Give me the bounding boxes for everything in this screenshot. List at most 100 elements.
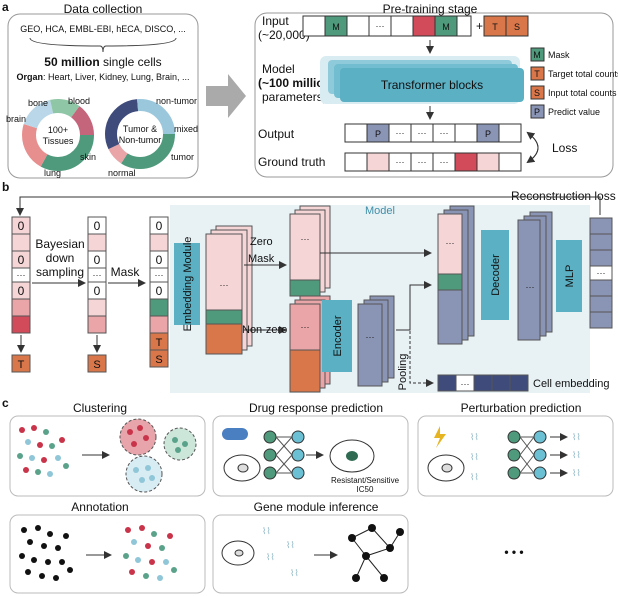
panel-label-c: c xyxy=(2,396,9,410)
truth-token-7 xyxy=(498,152,522,172)
col1-cell-5 xyxy=(11,298,31,317)
svg-text:⌇⌇: ⌇⌇ xyxy=(286,540,295,550)
donut1-seg-a xyxy=(22,99,94,171)
legend-swatch-predict xyxy=(530,104,545,119)
donut1-center2: Tissues xyxy=(43,136,74,146)
gene-module-title: Gene module inference xyxy=(254,500,379,514)
label-mixed: mixed xyxy=(174,124,198,134)
nonzero-count-rows xyxy=(289,349,321,393)
nonzero-dots: ··· xyxy=(301,322,310,332)
donut1-center1: 100+ xyxy=(48,125,68,135)
legend-symbol-predict: P xyxy=(534,107,540,117)
annotation-panel: Annotation xyxy=(9,500,206,594)
plus-sign: + xyxy=(476,19,483,33)
col2-token-s-text: S xyxy=(93,359,100,371)
combined-matrix: ··· xyxy=(437,205,475,345)
bayesian-label-3: sampling xyxy=(36,265,84,279)
perturbation-title: Perturbation prediction xyxy=(461,401,582,415)
panel-label-a: a xyxy=(2,0,9,14)
loss-arrow-back xyxy=(526,131,539,163)
raw-expression-column: 0 0 ··· 0 T xyxy=(11,216,31,373)
label-skin: skin xyxy=(80,152,96,162)
col3-token-s-text: S xyxy=(155,354,162,366)
pretraining-panel: Pre-training stage Input (~20,000) M ···… xyxy=(254,2,618,178)
encoded-matrix: ··· xyxy=(357,295,395,387)
output-token-0 xyxy=(344,123,368,143)
emb-mask-row xyxy=(205,309,243,325)
col2-cell-6 xyxy=(87,315,107,334)
col2-zero-0: 0 xyxy=(94,219,101,233)
col3-token-s xyxy=(149,349,169,368)
col1-cell-1 xyxy=(11,233,31,252)
legend-label-predict: Predict value xyxy=(548,107,600,117)
truth-token-6 xyxy=(476,152,500,172)
more-indicator: • • • xyxy=(504,545,523,559)
rec-dots: ··· xyxy=(597,268,606,278)
lightning-icon xyxy=(434,426,446,448)
cellemb-0 xyxy=(437,374,457,392)
bayesian-label-1: Bayesian xyxy=(35,237,84,251)
legend-symbol-target: T xyxy=(534,69,540,79)
encoder-label: Encoder xyxy=(332,315,344,356)
clustering-scatter xyxy=(17,425,69,477)
truth-ellipsis-3: ··· xyxy=(440,157,449,167)
col2-cell-5 xyxy=(87,298,107,317)
dec-layer-front xyxy=(517,219,541,341)
decoder-label: Decoder xyxy=(490,254,502,296)
output-token-5 xyxy=(454,123,478,143)
legend-swatch-mask xyxy=(530,47,545,62)
input-token-mask-text: M xyxy=(332,22,340,32)
zero-mask-label: Mask xyxy=(248,253,275,265)
truth-token-1 xyxy=(366,152,390,172)
drug-network xyxy=(263,430,305,480)
pill-icon xyxy=(222,428,248,440)
col1-token-t xyxy=(11,354,31,373)
resistant-label: Resistant/Sensitive xyxy=(331,476,400,485)
reconstruction-loss-label: Reconstruction loss xyxy=(511,189,616,203)
col3-zero-2: 0 xyxy=(156,284,163,298)
input-label: Input xyxy=(262,14,289,28)
model-label: Model xyxy=(262,62,295,76)
mlp-label: MLP xyxy=(564,265,576,288)
legend-symbol-input: S xyxy=(534,88,540,98)
legend-swatch-input xyxy=(530,85,545,100)
col1-zero-2: 0 xyxy=(18,284,25,298)
pooling-arrow xyxy=(396,329,434,387)
clustering-title: Clustering xyxy=(73,401,127,415)
sources-brace xyxy=(29,37,177,53)
tumor-donut: Tumor & Non-tumor non-tumor mixed tumor … xyxy=(105,96,198,178)
cellemb-dots: ··· xyxy=(461,379,470,389)
flow-arrow-icon xyxy=(206,74,246,118)
reconstructed-column: ··· xyxy=(589,217,613,329)
col2-dots: ··· xyxy=(93,270,102,280)
nonzero-label: Non-zero xyxy=(242,324,287,336)
gene-module-panel: Gene module inference ⌇⌇ ⌇⌇ ⌇⌇ ⌇⌇ xyxy=(212,500,409,594)
model-params: parameters) xyxy=(262,90,327,104)
data-collection-box xyxy=(7,13,199,179)
label-blood: blood xyxy=(68,96,90,106)
zero-dots: ··· xyxy=(301,234,310,244)
model-title: Model xyxy=(365,205,395,217)
nonzero-matrix: ··· xyxy=(289,295,331,393)
organ-list: Organ: Heart, Liver, Kidney, Lung, Brain… xyxy=(17,72,190,82)
label-brain: brain xyxy=(6,114,26,124)
perturb-network xyxy=(507,430,547,480)
zero-label: Zero xyxy=(250,236,273,248)
zero-matrix: ··· xyxy=(289,205,331,297)
output-token-6 xyxy=(498,123,522,143)
input-token-4 xyxy=(390,15,414,37)
rec-cell-1 xyxy=(589,233,613,251)
legend-swatch-target xyxy=(530,66,545,81)
comb-zero-rows xyxy=(437,213,463,275)
panel-label-b: b xyxy=(2,180,9,194)
rec-cell-0 xyxy=(589,217,613,235)
col3-cell-6 xyxy=(149,315,169,334)
truth-token-row: ··· ··· ··· xyxy=(344,152,522,172)
label-tumor: tumor xyxy=(171,152,194,162)
comb-mask-row xyxy=(437,273,463,291)
input-token-s xyxy=(505,15,529,37)
cell-embedding-label: Cell embedding xyxy=(533,378,609,390)
col3-token-t-text: T xyxy=(156,337,163,349)
output-token-p2-text: P xyxy=(485,129,491,139)
drug-response-panel: Drug response prediction Resistant/Sensi… xyxy=(212,401,409,497)
